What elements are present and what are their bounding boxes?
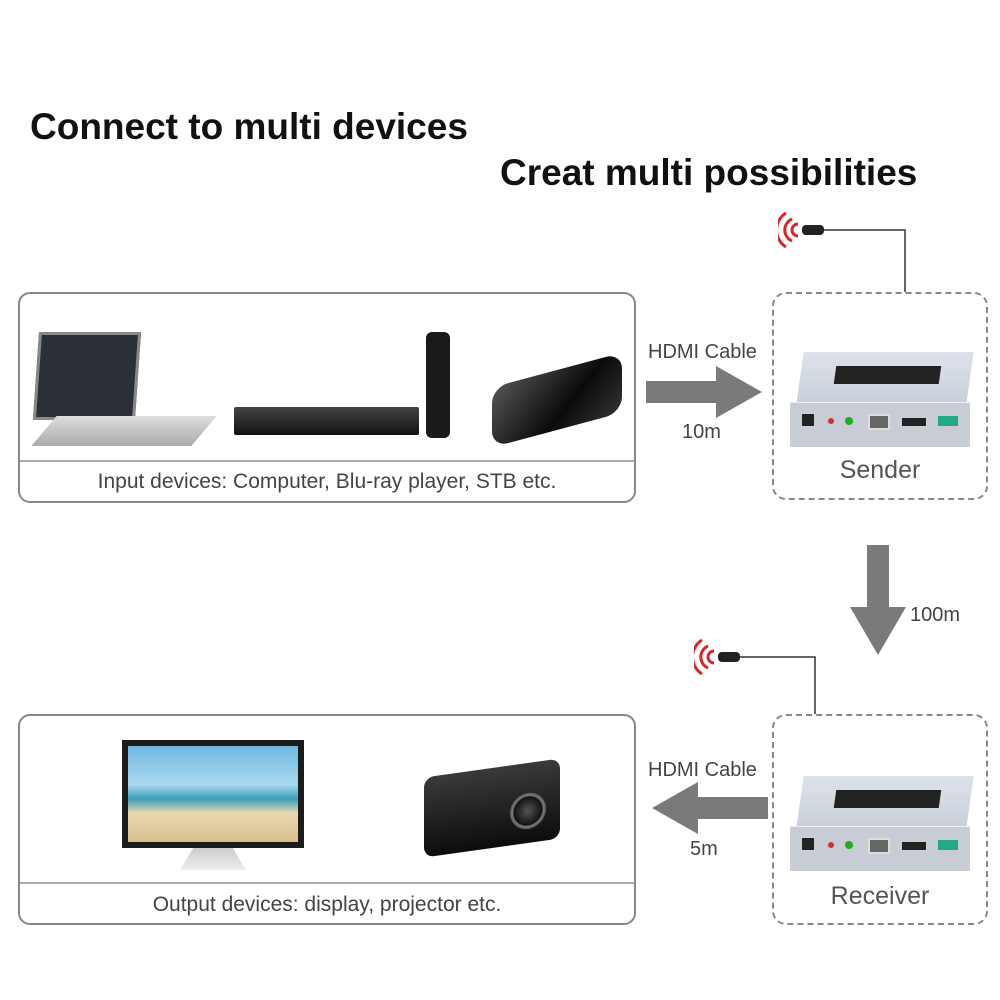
distance-100m: 100m (910, 604, 961, 626)
ir-sensor-icon (778, 211, 906, 297)
sender-label: Sender (839, 456, 921, 484)
monitor-stand (180, 848, 246, 870)
input-devices-panel: Input devices: Computer, Blu-ray player,… (18, 292, 636, 503)
monitor-image (122, 740, 304, 848)
distance-5m: 5m (690, 838, 718, 860)
arrow-right-icon (646, 366, 762, 418)
distance-10m: 10m (682, 421, 721, 443)
sender-device-image (790, 352, 974, 447)
receiver-box: Receiver (772, 714, 988, 925)
blu-ray-player-image (234, 407, 419, 435)
ir-sensor-icon (694, 638, 816, 716)
remote-control-image (426, 332, 450, 438)
receiver-label: Receiver (830, 882, 930, 910)
hdmi-cable-label-in: HDMI Cable (648, 341, 757, 363)
output-caption: Output devices: display, projector etc. (152, 893, 502, 916)
laptop-image (31, 332, 217, 452)
arrow-left-icon (652, 782, 768, 834)
set-top-box-image (492, 352, 622, 448)
arrow-down-icon (850, 545, 906, 655)
projector-image (424, 758, 560, 858)
input-caption: Input devices: Computer, Blu-ray player,… (97, 470, 557, 493)
headline-line1: Connect to multi devices (30, 106, 468, 147)
receiver-device-image (790, 776, 974, 871)
sender-box: Sender (772, 292, 988, 500)
output-devices-panel: Output devices: display, projector etc. (18, 714, 636, 925)
headline-line2: Creat multi possibilities (500, 152, 918, 193)
hdmi-cable-label-out: HDMI Cable (648, 759, 757, 781)
